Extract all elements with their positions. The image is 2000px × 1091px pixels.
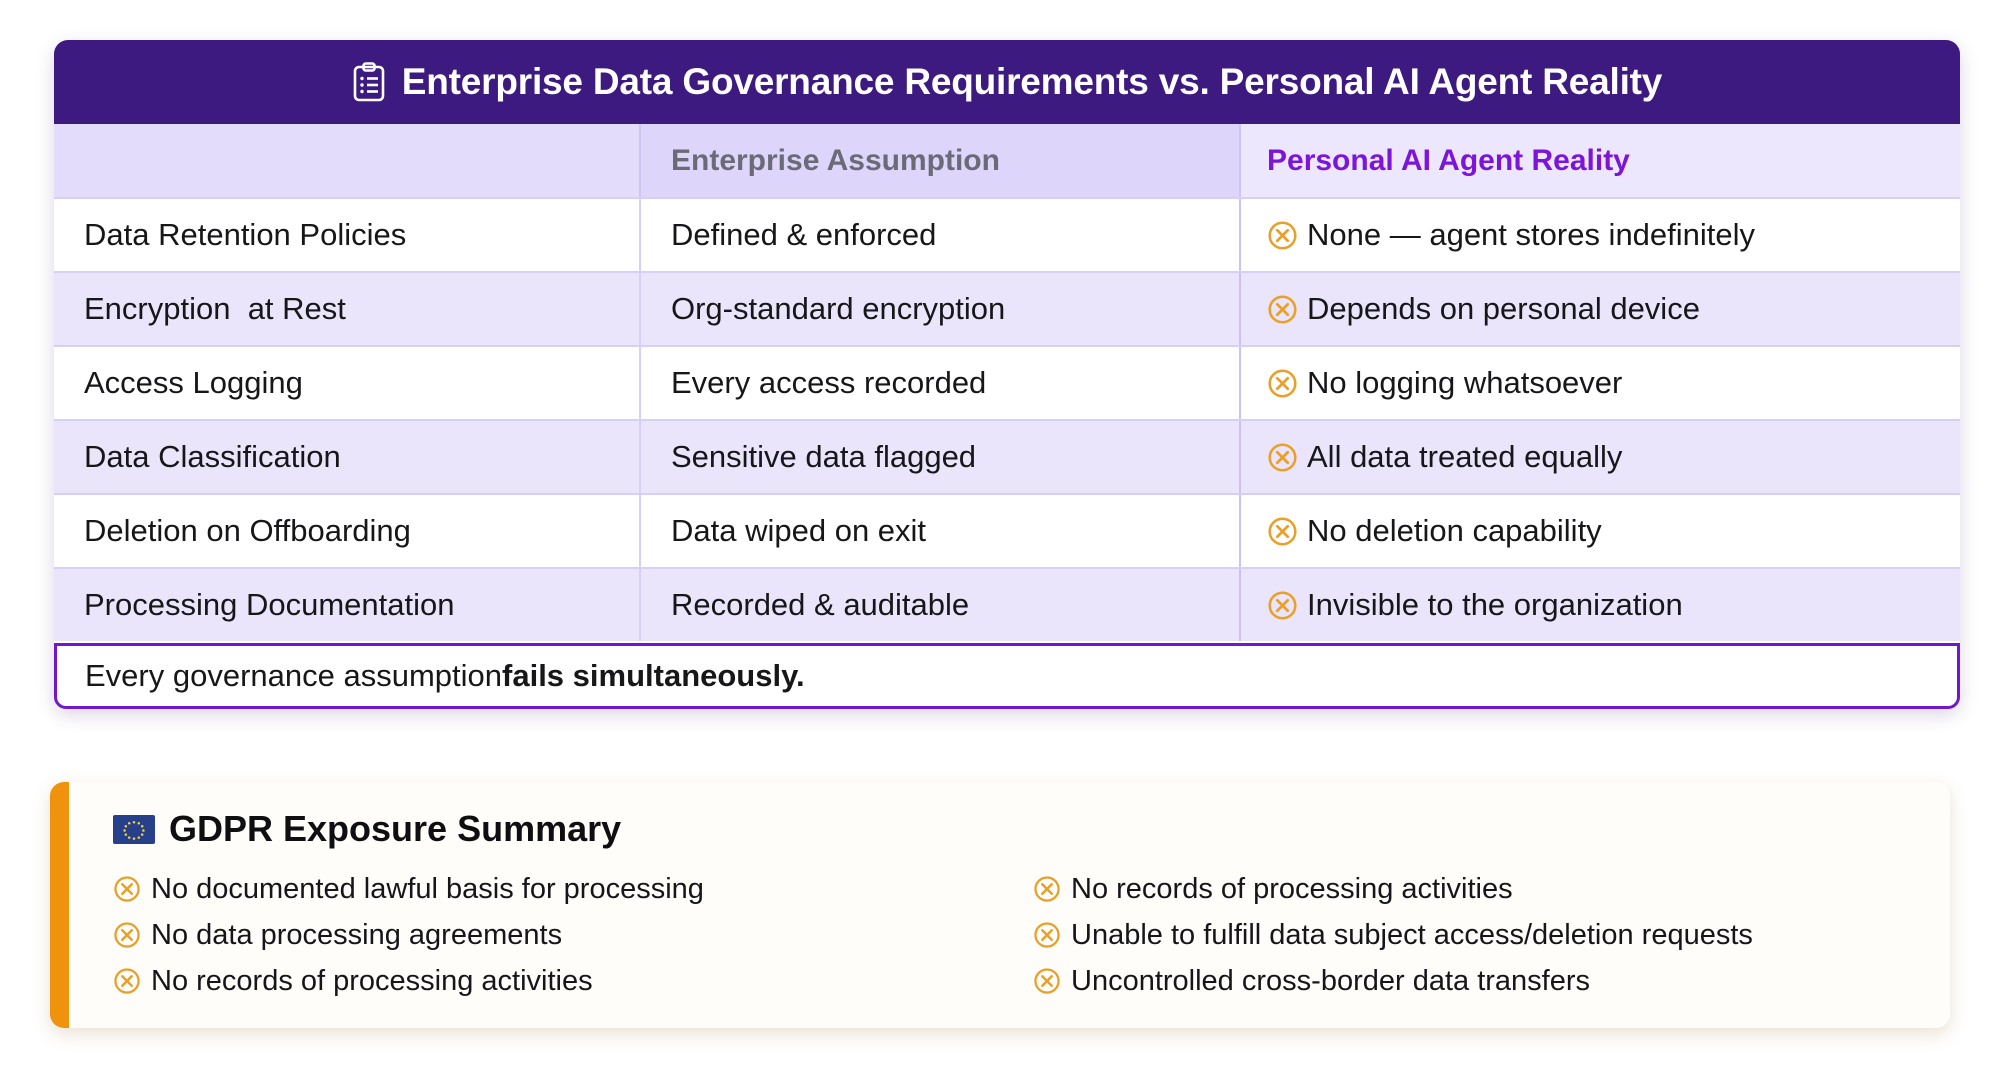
cell-requirement: Data Retention Policies (54, 199, 639, 271)
gdpr-item-text: No records of processing activities (1071, 872, 1513, 905)
gdpr-item-text: Unable to fulfill data subject access/de… (1071, 918, 1753, 951)
circled-x-icon (1268, 368, 1297, 398)
column-header-personal-ai-reality: Personal AI Agent Reality (1239, 124, 1960, 197)
gdpr-left-column: No documented lawful basis for processin… (113, 866, 1033, 1004)
eu-flag-icon (113, 814, 155, 844)
table-footer-callout: Every governance assumption fails simult… (54, 643, 1960, 709)
cell-personal-ai-reality: Invisible to the organization (1239, 569, 1960, 641)
cell-personal-ai-reality: No deletion capability (1239, 495, 1960, 567)
column-header-requirement (54, 124, 639, 197)
cell-enterprise-assumption: Sensitive data flagged (639, 421, 1239, 493)
cell-requirement: Data Classification (54, 421, 639, 493)
circled-x-icon (1268, 590, 1297, 620)
gdpr-item-text: Uncontrolled cross-border data transfers (1071, 964, 1591, 997)
circled-x-icon (1268, 294, 1297, 324)
circled-x-icon (1034, 922, 1060, 948)
cell-personal-ai-reality: Depends on personal device (1239, 273, 1960, 345)
gdpr-list-item: No data processing agreements (113, 912, 1033, 958)
cell-requirement: Deletion on Offboarding (54, 495, 639, 567)
table-header-bar: Enterprise Data Governance Requirements … (54, 40, 1960, 124)
cell-reality-text: Depends on personal device (1307, 291, 1700, 326)
gdpr-item-text: No documented lawful basis for processin… (151, 872, 704, 905)
gdpr-item-text: No data processing agreements (151, 918, 563, 951)
cell-enterprise-assumption: Org-standard encryption (639, 273, 1239, 345)
cell-requirement: Processing Documentation (54, 569, 639, 641)
circled-x-icon (1268, 220, 1297, 250)
circled-x-icon (1034, 876, 1060, 902)
gdpr-list-item: No records of processing activities (113, 958, 1033, 1004)
gdpr-title-text: GDPR Exposure Summary (169, 808, 622, 849)
gdpr-card-body: GDPR Exposure Summary No documented lawf… (69, 782, 1950, 1028)
cell-personal-ai-reality: None — agent stores indefinitely (1239, 199, 1960, 271)
cell-personal-ai-reality: No logging whatsoever (1239, 347, 1960, 419)
gdpr-title-row: GDPR Exposure Summary (113, 808, 1950, 850)
cell-personal-ai-reality: All data treated equally (1239, 421, 1960, 493)
circled-x-icon (114, 876, 140, 902)
cell-enterprise-assumption: Every access recorded (639, 347, 1239, 419)
cell-reality-text: None — agent stores indefinitely (1307, 217, 1756, 252)
cell-reality-text: No deletion capability (1307, 513, 1602, 548)
circled-x-icon (114, 968, 140, 994)
gdpr-list-item: Uncontrolled cross-border data transfers (1033, 958, 1950, 1004)
gdpr-list-item: Unable to fulfill data subject access/de… (1033, 912, 1950, 958)
cell-reality-text: All data treated equally (1307, 439, 1623, 474)
circled-x-icon (114, 922, 140, 948)
footer-text-bold: fails simultaneously. (502, 658, 805, 693)
gdpr-list-item: No documented lawful basis for processin… (113, 866, 1033, 912)
cell-enterprise-assumption: Defined & enforced (639, 199, 1239, 271)
gdpr-item-text: No records of processing activities (151, 964, 593, 997)
circled-x-icon (1268, 442, 1297, 472)
cell-reality-text: Invisible to the organization (1307, 587, 1683, 622)
circled-x-icon (1268, 516, 1297, 546)
cell-requirement: Access Logging (54, 347, 639, 419)
gdpr-accent-bar (50, 782, 69, 1028)
cell-enterprise-assumption: Recorded & auditable (639, 569, 1239, 641)
gdpr-columns: No documented lawful basis for processin… (113, 866, 1950, 1004)
column-header-enterprise-assumption: Enterprise Assumption (639, 124, 1239, 197)
footer-text-plain: Every governance assumption (85, 658, 503, 693)
cell-requirement: Encryption at Rest (54, 273, 639, 345)
cell-enterprise-assumption: Data wiped on exit (639, 495, 1239, 567)
circled-x-icon (1034, 968, 1060, 994)
cell-reality-text: No logging whatsoever (1307, 365, 1623, 400)
table-title: Enterprise Data Governance Requirements … (401, 61, 1663, 102)
table-column-headers: Enterprise Assumption Personal AI Agent … (54, 124, 1960, 197)
governance-table-card: Enterprise Data Governance Requirements … (54, 40, 1960, 709)
gdpr-exposure-card: GDPR Exposure Summary No documented lawf… (50, 782, 1950, 1028)
clipboard-icon (353, 62, 385, 102)
gdpr-list-item: No records of processing activities (1033, 866, 1950, 912)
